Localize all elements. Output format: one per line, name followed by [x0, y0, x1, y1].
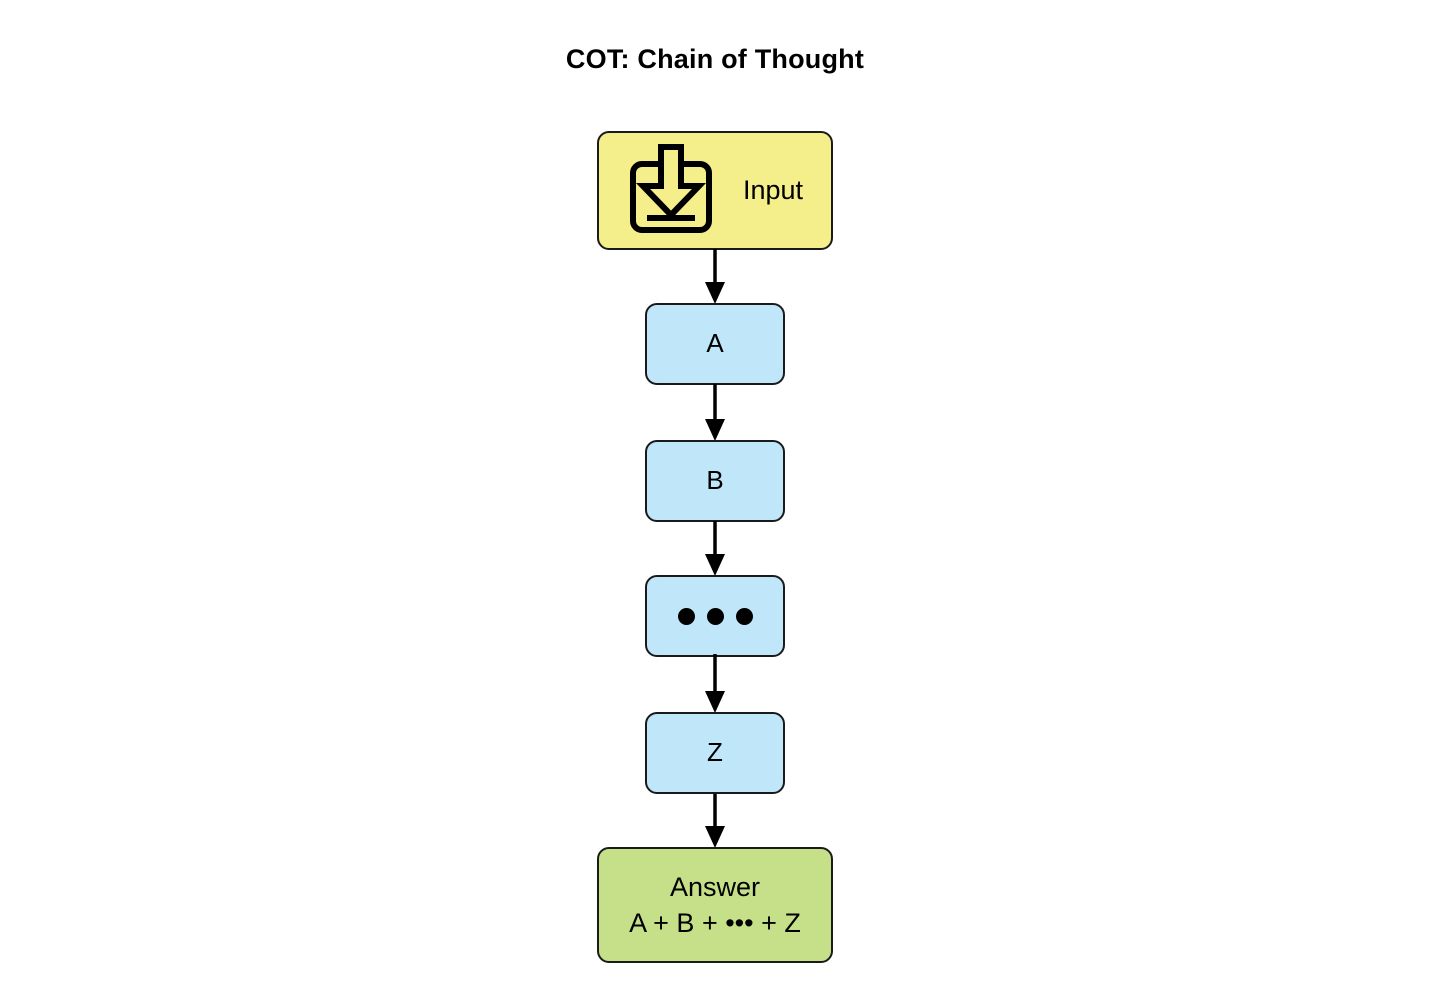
flow-node-a[interactable]: A — [645, 303, 785, 385]
flow-node-a-label: A — [706, 328, 724, 359]
edge-b-to-ellipsis — [705, 521, 725, 576]
ellipsis-dot — [677, 607, 695, 625]
flow-node-b[interactable]: B — [645, 440, 785, 522]
edge-a-to-b — [705, 384, 725, 441]
flow-node-b-label: B — [706, 465, 724, 496]
flow-node-input-label: Input — [743, 175, 804, 206]
download-input-icon — [630, 143, 712, 233]
flow-node-answer-expression: A + B + ••• + Z — [629, 907, 801, 938]
edge-z-to-answer — [705, 794, 725, 848]
flow-node-answer[interactable]: Answer A + B + ••• + Z — [597, 847, 833, 963]
edge-input-to-a — [705, 249, 725, 304]
flow-node-ellipsis[interactable] — [645, 575, 785, 657]
page-title: COT: Chain of Thought — [565, 44, 865, 74]
flow-node-answer-title: Answer — [669, 871, 761, 902]
edge-ellipsis-to-z — [705, 654, 725, 713]
flow-node-input[interactable]: Input — [597, 131, 833, 250]
ellipsis-dot — [706, 607, 724, 625]
ellipsis-dot — [735, 607, 753, 625]
flow-node-z[interactable]: Z — [645, 712, 785, 794]
flow-node-ellipsis-dots — [677, 607, 753, 625]
flow-node-z-label: Z — [707, 737, 723, 768]
